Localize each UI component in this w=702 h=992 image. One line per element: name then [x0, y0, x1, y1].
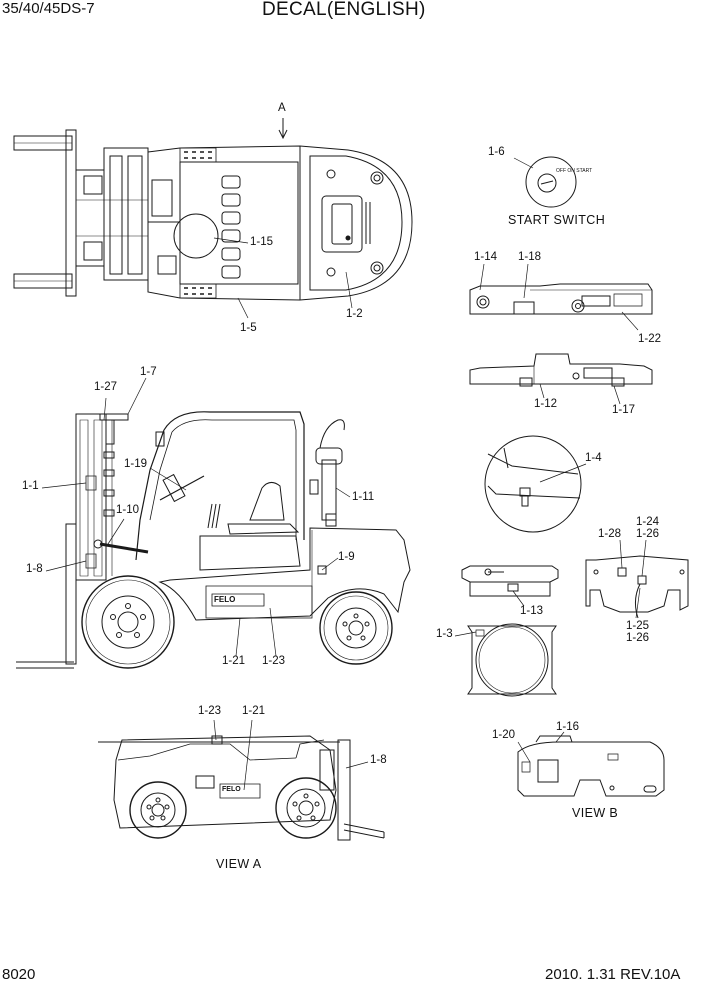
detail-circle-outline — [485, 436, 581, 532]
top-mast — [104, 148, 148, 280]
view-a-forklift — [98, 720, 384, 840]
callout-1-18: 1-18 — [518, 251, 542, 263]
dashboard-panel-middle — [470, 354, 652, 404]
side-exhaust-pipe — [322, 460, 336, 520]
decal-1-1 — [86, 476, 96, 490]
callout-1-9: 1-9 — [338, 551, 355, 563]
callout-1-26-bottom: 1-26 — [626, 632, 650, 644]
decal-1-9 — [318, 566, 326, 574]
top-counterweight — [310, 156, 402, 290]
view-b-cover — [518, 732, 664, 796]
bracket-1-28 — [586, 540, 688, 618]
side-seat — [250, 482, 284, 520]
model-number: 35/40/45DS-7 — [2, 0, 95, 17]
side-overhead-guard — [164, 412, 304, 540]
callout-1-11: 1-11 — [352, 491, 375, 503]
callout-1-17: 1-17 — [612, 404, 636, 416]
view-b-outline — [518, 742, 664, 796]
view-a-mast — [338, 740, 350, 840]
side-rear-wheel — [320, 592, 392, 664]
callout-1-23-view-a: 1-23 — [198, 705, 222, 717]
callout-1-7: 1-7 — [140, 366, 157, 378]
callout-1-10: 1-10 — [116, 504, 140, 516]
callout-1-23-side: 1-23 — [262, 655, 286, 667]
view-a-body — [114, 736, 336, 828]
callout-1-8-view-a: 1-8 — [370, 754, 387, 766]
revision-date: 2010. 1.31 REV.10A — [545, 966, 681, 983]
top-frame-outline — [148, 146, 412, 300]
detail-circle — [485, 436, 586, 532]
callout-1-25: 1-25 — [626, 620, 650, 632]
callout-1-26-top: 1-26 — [636, 528, 660, 540]
callout-1-28: 1-28 — [598, 528, 622, 540]
view-arrow-letter: A — [278, 102, 286, 114]
callout-1-19: 1-19 — [124, 458, 148, 470]
panel-1-13 — [462, 566, 558, 606]
view-a-front-wheel — [276, 778, 336, 838]
view-a-caption: VIEW A — [216, 857, 262, 871]
start-switch-outline — [526, 157, 576, 207]
callout-1-13: 1-13 — [520, 605, 544, 617]
start-switch-caption: START SWITCH — [508, 213, 606, 227]
callout-1-21-view-a: 1-21 — [242, 705, 266, 717]
top-carriage — [66, 130, 76, 296]
callout-1-16: 1-16 — [556, 721, 580, 733]
callout-1-27: 1-27 — [94, 381, 118, 393]
side-logo-decal: FELO — [214, 595, 236, 604]
decal-1-8 — [86, 554, 96, 568]
callout-1-12: 1-12 — [534, 398, 558, 410]
callout-1-4: 1-4 — [585, 452, 602, 464]
callout-1-14: 1-14 — [474, 251, 498, 263]
view-a-rear-wheel — [130, 782, 186, 838]
callout-1-20: 1-20 — [492, 729, 516, 741]
page-number: 8020 — [2, 966, 36, 983]
callout-1-6: 1-6 — [488, 146, 505, 158]
radiator-guard — [455, 624, 556, 696]
side-body — [160, 528, 410, 620]
callout-1-15: 1-15 — [250, 236, 274, 248]
callout-1-21-side: 1-21 — [222, 655, 246, 667]
view-b-caption: VIEW B — [572, 806, 619, 820]
top-steering-wheel — [174, 214, 218, 258]
callout-1-8-side: 1-8 — [26, 563, 43, 575]
side-view-forklift — [16, 378, 410, 668]
callout-1-22: 1-22 — [638, 333, 662, 345]
callout-1-1: 1-1 — [22, 480, 39, 492]
side-carriage — [66, 524, 76, 664]
callout-1-3: 1-3 — [436, 628, 453, 640]
page-title: DECAL(ENGLISH) — [262, 0, 426, 20]
view-a-logo-decal: FELO — [222, 786, 241, 793]
start-switch-drawing — [514, 157, 576, 207]
callout-1-2: 1-2 — [346, 308, 363, 320]
switch-marks: OFF ON START — [556, 168, 593, 174]
side-front-wheel — [82, 576, 174, 668]
top-overhead-guard — [180, 162, 298, 284]
callout-1-24: 1-24 — [636, 516, 660, 528]
top-view-forklift — [14, 118, 412, 318]
side-mast-outer — [76, 414, 106, 580]
callout-1-5: 1-5 — [240, 322, 257, 334]
dashboard-panel-top — [470, 264, 652, 330]
